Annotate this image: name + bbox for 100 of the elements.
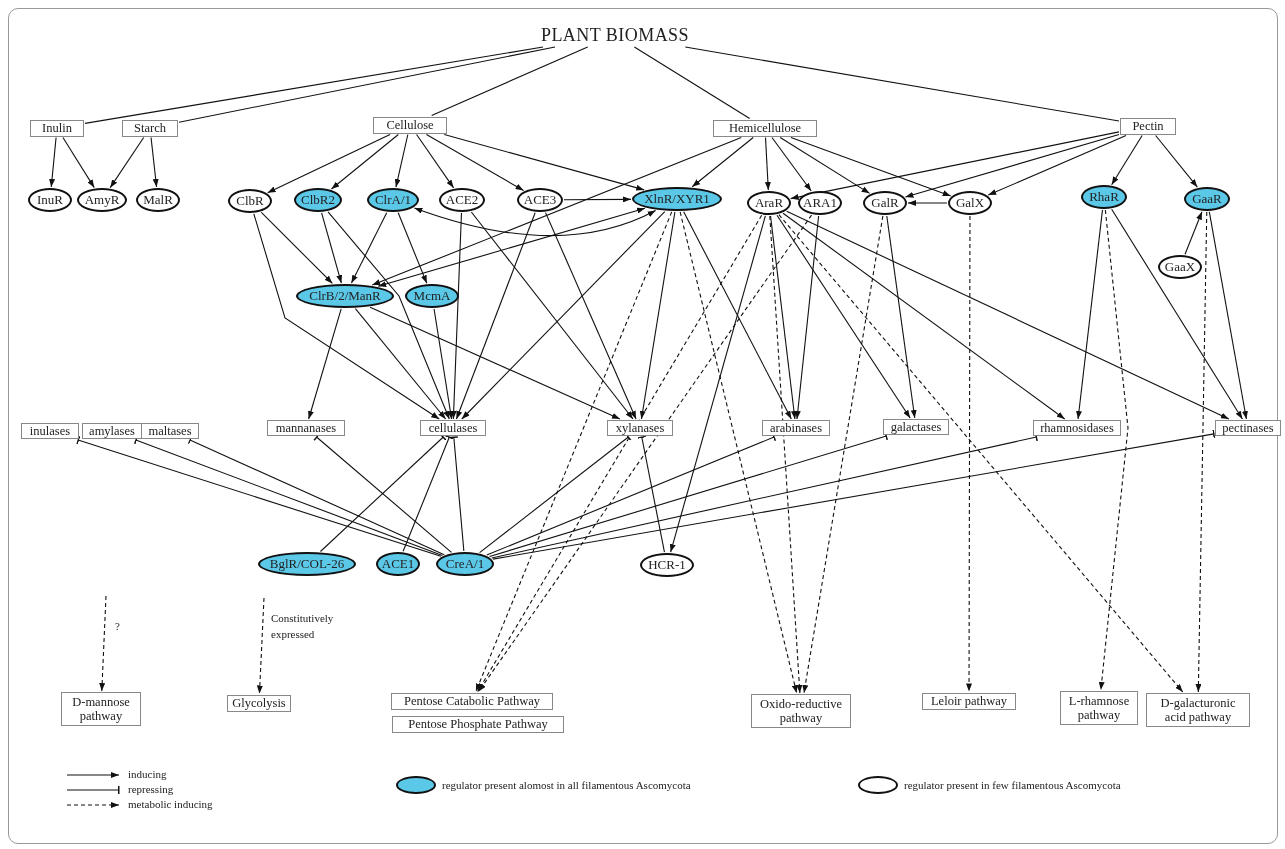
- regulator-ellipse: GaaX: [1158, 255, 1202, 279]
- enzyme-box: arabinases: [762, 420, 830, 436]
- repression-line: [187, 436, 445, 556]
- arrow: [683, 211, 792, 420]
- enzyme-box: galactases: [883, 419, 949, 435]
- enzyme-box: amylases: [82, 423, 142, 439]
- dashed-arrow: [475, 211, 673, 693]
- arrow: [563, 196, 632, 203]
- repression-line: [492, 429, 1216, 560]
- regulator-ellipse: ClrB/2/ManR: [296, 284, 394, 308]
- arrow: [350, 212, 388, 284]
- arrow: [771, 136, 812, 192]
- repression-line: [76, 436, 442, 557]
- regulator-ellipse: ACE1: [376, 552, 420, 576]
- arrow: [470, 211, 634, 420]
- enzyme-box: mannanases: [267, 420, 345, 436]
- substrate-box: Cellulose: [373, 116, 447, 134]
- arrow: [904, 133, 1120, 198]
- arrow: [786, 210, 1230, 420]
- double-arrow: [413, 207, 657, 237]
- arrow: [1155, 134, 1198, 188]
- arrow: [790, 136, 952, 197]
- dashed-arrow: [778, 214, 1184, 693]
- line: [684, 46, 1120, 122]
- regulator-ellipse: GaaR: [1184, 187, 1230, 211]
- arrow: [1076, 209, 1104, 420]
- enzyme-box: cellulases: [420, 420, 486, 436]
- line: [84, 46, 544, 124]
- repression-line: [449, 436, 465, 552]
- regulator-ellipse: ARA1: [798, 191, 842, 215]
- arrow: [790, 131, 1120, 200]
- regulator-ellipse: CreA/1: [436, 552, 494, 576]
- arrow: [776, 214, 911, 419]
- repression-line: [479, 433, 632, 554]
- arrow: [369, 306, 621, 420]
- dashed-arrow: [256, 597, 265, 695]
- repression-line: [134, 436, 443, 556]
- enzyme-box: maltases: [141, 423, 199, 439]
- arrow: [691, 136, 754, 188]
- enzyme-box: rhamnosidases: [1033, 420, 1121, 436]
- substrate-box: Pectin: [1120, 117, 1176, 135]
- heading-text: PLANT BIOMASS: [535, 24, 695, 46]
- repression-line: [637, 435, 665, 553]
- repression-line: [491, 433, 1038, 559]
- arrow: [260, 211, 333, 284]
- regulator-ellipse: XlnR/XYR1: [632, 187, 722, 211]
- regulator-ellipse: GalR: [863, 191, 907, 215]
- enzyme-box: inulases: [21, 423, 79, 439]
- legend-text: regulator present alomost in all filamentous Ascomycota: [442, 777, 691, 793]
- arrow: [1208, 211, 1248, 420]
- arrow: [321, 212, 343, 284]
- arrow: [308, 308, 342, 420]
- arrow: [49, 136, 57, 188]
- arrow: [425, 133, 525, 192]
- arrow: [416, 133, 455, 189]
- arrow: [794, 215, 820, 420]
- arrow: [669, 215, 766, 553]
- regulator-ellipse: HCR-1: [640, 553, 694, 577]
- dashed-arrow: [478, 214, 813, 693]
- arrow: [545, 212, 637, 420]
- regulator-ellipse: McmA: [405, 284, 459, 308]
- pathway-box: Leloir pathway: [922, 692, 1016, 710]
- arrow: [987, 134, 1127, 196]
- arrow: [62, 136, 95, 189]
- regulator-ellipse: ClbR: [228, 189, 272, 213]
- arrow: [450, 212, 463, 420]
- regulator-ellipse: AmyR: [77, 188, 127, 212]
- arrow: [150, 136, 159, 188]
- arrow: [433, 308, 454, 420]
- pathway-box: Pentose Phosphate Pathway: [392, 715, 564, 733]
- arrow: [253, 213, 440, 420]
- arrow: [394, 133, 409, 188]
- legend-text: regulator present in few filamentous Ascomycota: [904, 777, 1121, 793]
- dashed-arrow: [769, 215, 803, 694]
- arrow: [330, 133, 399, 190]
- arrow: [371, 136, 742, 286]
- arrow: [639, 211, 676, 420]
- legend-text: metabolic inducing: [128, 798, 213, 811]
- arrow: [782, 212, 1066, 420]
- enzyme-box: pectinases: [1215, 420, 1281, 436]
- dashed-arrow: [1098, 209, 1129, 691]
- arrow: [886, 215, 917, 419]
- dashed-arrow: [477, 214, 763, 693]
- line: [178, 46, 556, 123]
- regulator-ellipse: MalR: [136, 188, 180, 212]
- arrow: [779, 136, 871, 194]
- repression-line: [402, 435, 454, 552]
- pathway-box: Glycolysis: [227, 694, 291, 712]
- regulator-ellipse: InuR: [28, 188, 72, 212]
- arrow: [455, 212, 536, 420]
- arrow: [1111, 134, 1143, 186]
- line: [633, 46, 751, 120]
- substrate-box: Hemicellulose: [713, 119, 817, 137]
- substrate-box: Inulin: [30, 119, 84, 137]
- pathway-box: L-rhamnose pathway: [1060, 691, 1138, 725]
- arrow: [397, 212, 428, 284]
- arrow: [327, 211, 450, 420]
- dashed-arrow: [966, 215, 973, 693]
- enzyme-box: xylanases: [607, 420, 673, 436]
- dashed-arrow: [1195, 211, 1208, 693]
